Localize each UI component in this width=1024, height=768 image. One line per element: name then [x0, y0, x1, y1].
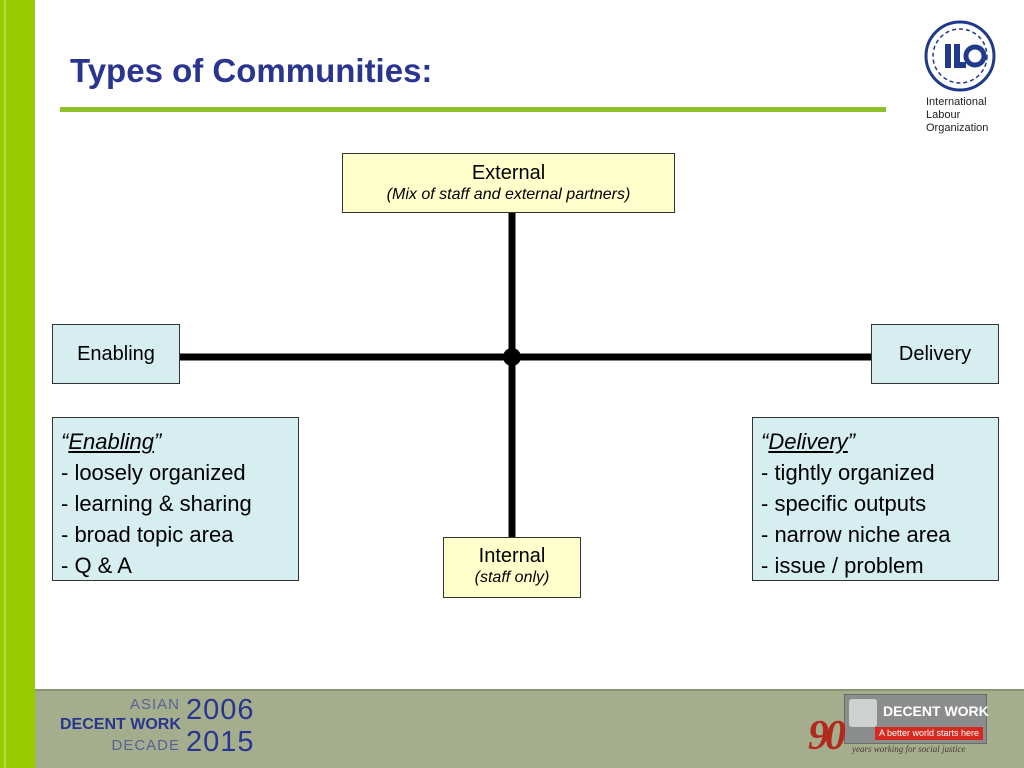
delivery-label-box: Delivery	[871, 324, 999, 384]
ilo-logo: International Labour Organization	[922, 18, 998, 138]
badge-title: DECENT WORK	[883, 703, 989, 719]
delivery-description-box: “Delivery” - tightly organized - specifi…	[752, 417, 999, 581]
enabling-description-box: “Enabling” - loosely organized - learnin…	[52, 417, 299, 581]
internal-label: Internal	[478, 545, 546, 567]
axis-center-dot	[503, 348, 521, 366]
footer-year-start: 2006	[186, 694, 255, 726]
ilo-small-emblem-icon	[849, 699, 877, 727]
footer-decade: DECADE	[111, 737, 180, 754]
list-item: - specific outputs	[761, 491, 927, 516]
list-item: - narrow niche area	[761, 522, 951, 547]
slide-title: Types of Communities:	[70, 52, 433, 89]
enabling-label-box: Enabling	[52, 324, 180, 384]
delivery-label: Delivery	[898, 342, 972, 365]
anniversary-number: 90	[808, 713, 846, 759]
footer-asian: ASIAN	[129, 696, 180, 713]
title-underline	[60, 107, 886, 112]
ilo-logo-text: International Labour Organization	[926, 96, 989, 134]
delivery-heading: “Delivery”	[761, 429, 856, 454]
list-item: - broad topic area	[61, 522, 234, 547]
external-label: External	[471, 162, 546, 184]
list-item: - Q & A	[61, 553, 132, 578]
badge-tagline: A better world starts here	[875, 727, 983, 740]
external-sublabel: (Mix of staff and external partners)	[386, 186, 631, 203]
enabling-label: Enabling	[77, 342, 155, 365]
ilo-emblem-icon	[924, 20, 996, 92]
left-accent-bar	[0, 0, 35, 768]
footer-decent-work: DECENT WORK	[60, 716, 181, 733]
enabling-heading: “Enabling”	[61, 429, 162, 454]
external-box: External (Mix of staff and external part…	[342, 153, 675, 213]
decent-work-badge: DECENT WORK A better world starts here	[844, 694, 989, 744]
list-item: - loosely organized	[61, 460, 246, 485]
footer-divider	[35, 689, 1024, 691]
list-item: - learning & sharing	[61, 491, 252, 516]
list-item: - tightly organized	[761, 460, 935, 485]
internal-box: Internal (staff only)	[443, 537, 581, 598]
internal-sublabel: (staff only)	[474, 569, 550, 586]
footer-year-end: 2015	[186, 726, 255, 758]
list-item: - issue / problem	[761, 553, 924, 578]
anniversary-tagline: years working for social justice	[852, 744, 966, 754]
